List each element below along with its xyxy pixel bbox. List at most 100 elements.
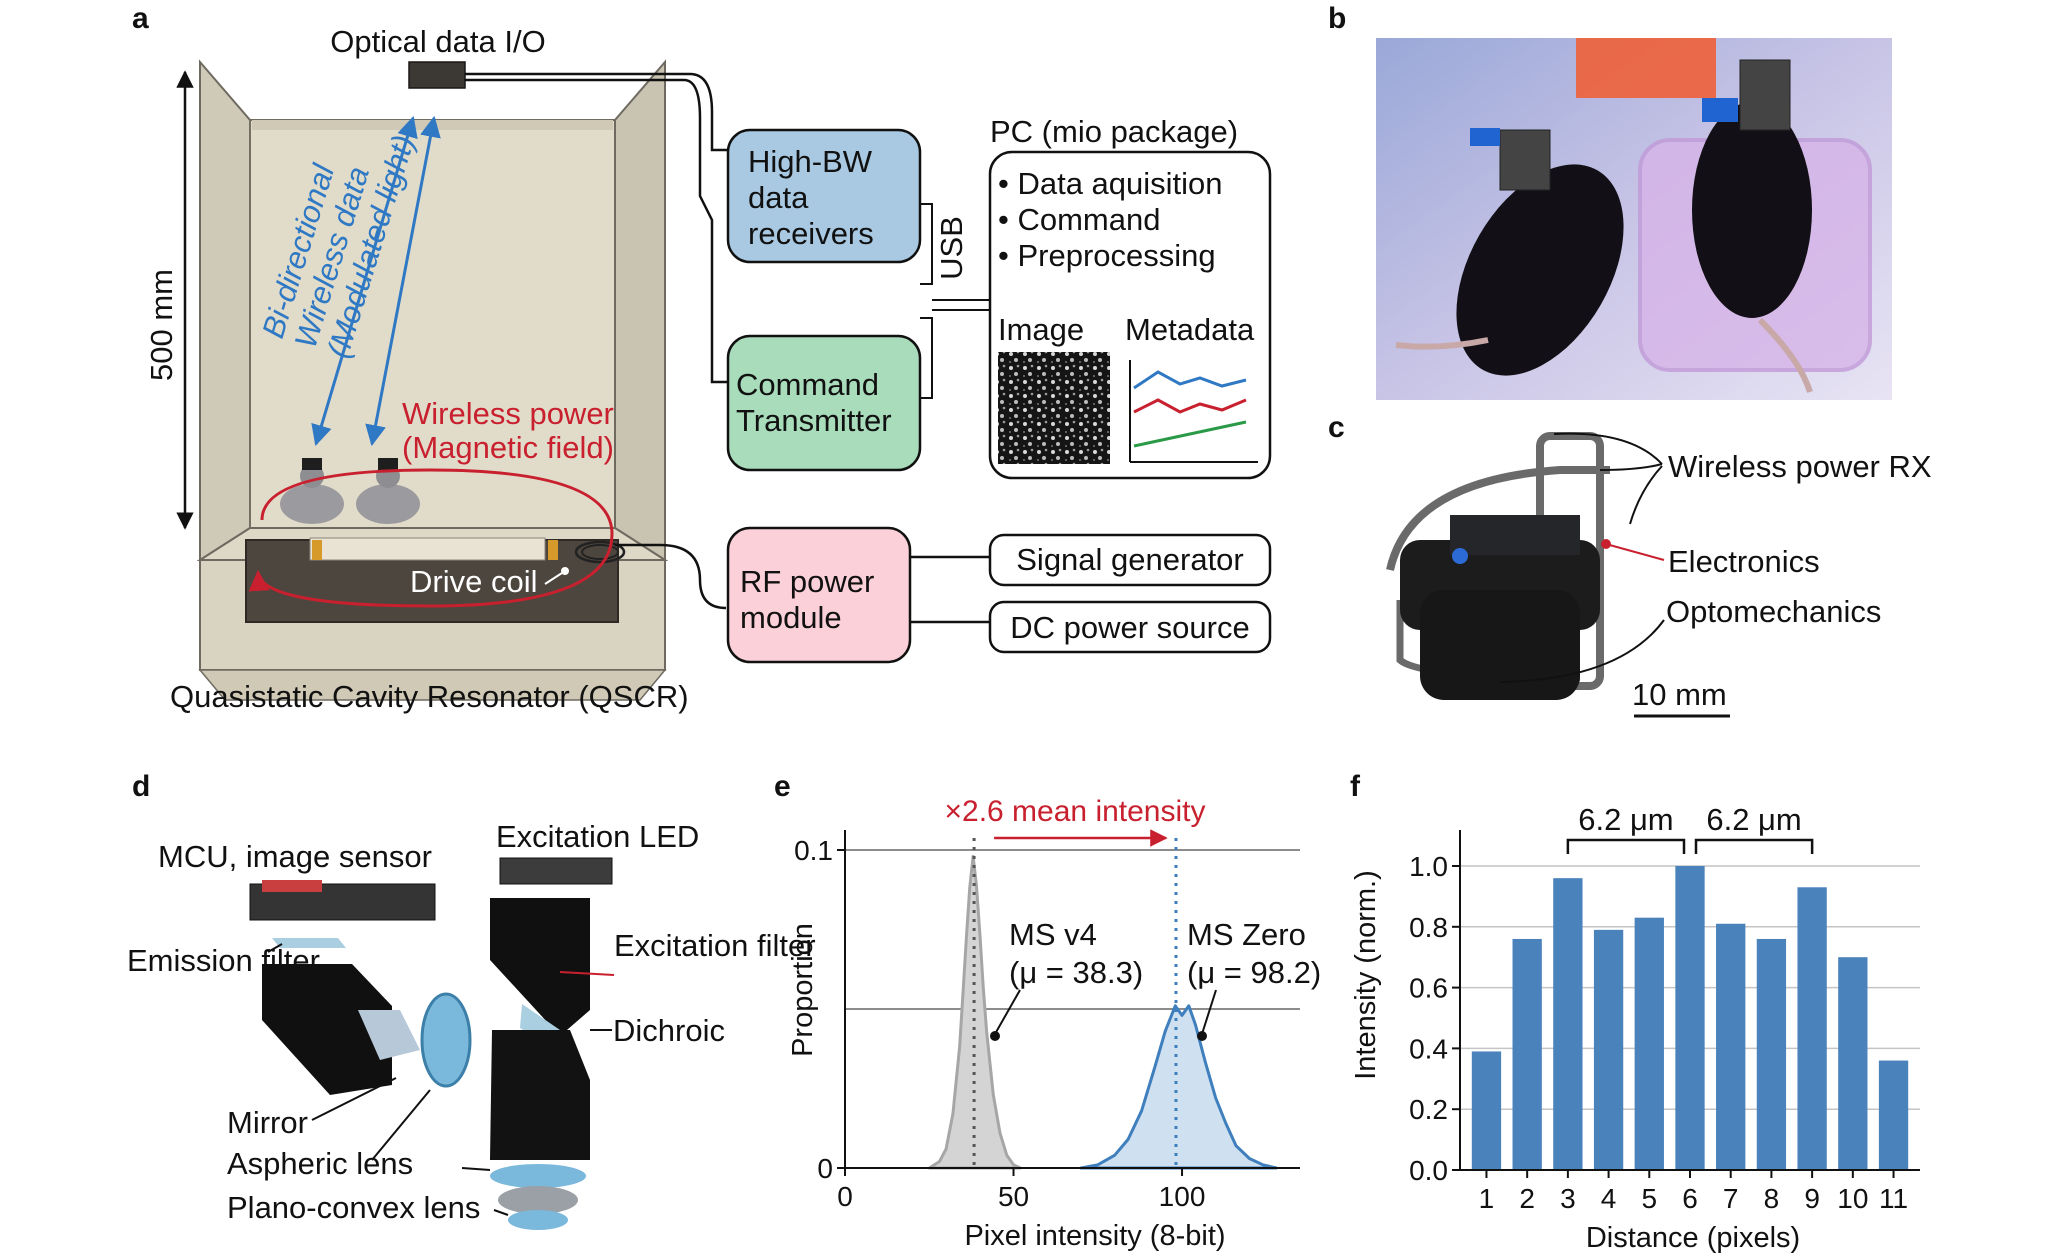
f-bar-5 bbox=[1634, 917, 1664, 1170]
f-bracket-label-1: 6.2 μm bbox=[1706, 802, 1801, 837]
f-ytick-label-3: 0.6 bbox=[1409, 973, 1448, 1004]
label-excitation-led: Excitation LED bbox=[496, 819, 699, 854]
svg-text:High-BW: High-BW bbox=[748, 144, 873, 179]
label-emission-filter: Emission filter bbox=[127, 943, 320, 978]
transmitter-box: Command Transmitter bbox=[726, 334, 922, 472]
label-aspheric-lens: Aspheric lens bbox=[227, 1146, 413, 1181]
pc-image-thumbnail bbox=[998, 352, 1110, 464]
f-xtick-label-1: 2 bbox=[1519, 1183, 1535, 1214]
e-xlabel: Pixel intensity (8-bit) bbox=[964, 1220, 1225, 1252]
f-bar-6 bbox=[1675, 866, 1705, 1170]
f-ytick-label-1: 0.2 bbox=[1409, 1094, 1448, 1125]
svg-text:Transmitter: Transmitter bbox=[736, 403, 892, 438]
power-loop-arrow bbox=[248, 468, 614, 608]
e-series-0-area bbox=[927, 854, 1022, 1170]
pc-metadata-thumbnail bbox=[1129, 360, 1258, 463]
f-bracket-1 bbox=[1694, 838, 1814, 854]
f-bracket-0 bbox=[1566, 838, 1686, 854]
pc-image-label: Image bbox=[998, 312, 1084, 347]
label-dichroic: Dichroic bbox=[613, 1013, 725, 1048]
e-series-1-name: MS Zero bbox=[1187, 917, 1306, 952]
svg-text:RF power: RF power bbox=[740, 564, 874, 599]
e-xtick-label-1: 50 bbox=[998, 1181, 1029, 1212]
signal-generator-box: Signal generator bbox=[988, 533, 1272, 587]
height-label: 500 mm bbox=[144, 269, 179, 381]
svg-text:module: module bbox=[740, 600, 842, 635]
f-ytick-label-0: 0.0 bbox=[1409, 1155, 1448, 1186]
panel-letter-a: a bbox=[132, 2, 149, 35]
pc-title: PC (mio package) bbox=[990, 114, 1238, 149]
f-xlabel: Distance (pixels) bbox=[1586, 1222, 1800, 1254]
data-arrow-right bbox=[365, 115, 441, 447]
pc-metadata-label: Metadata bbox=[1125, 312, 1255, 347]
histogram-chart: 0 50 100 0 0.1 Pixel intensity (8-bit) Propo… bbox=[787, 795, 1321, 1252]
svg-text:• Data aquisition: • Data aquisition bbox=[998, 166, 1223, 201]
f-xtick-label-7: 8 bbox=[1764, 1183, 1780, 1214]
panel-b-photo bbox=[1376, 38, 1892, 400]
f-bar-1 bbox=[1471, 1051, 1502, 1170]
svg-text:data: data bbox=[748, 180, 809, 215]
f-bar-8 bbox=[1756, 938, 1787, 1170]
qscr-label: Quasistatic Cavity Resonator (QSCR) bbox=[170, 679, 689, 714]
e-series-1-mean: (μ = 98.2) bbox=[1187, 955, 1321, 990]
e-xtick-label-2: 100 bbox=[1159, 1181, 1206, 1212]
dc-power-box: DC power source bbox=[988, 600, 1272, 654]
e-pointer-dot-0 bbox=[990, 1031, 1000, 1041]
label-excitation-filter: Excitation filter bbox=[614, 928, 816, 963]
panel-a: Optical data I/O 500 mm Bi-directional W… bbox=[144, 24, 1272, 714]
svg-text:Signal generator: Signal generator bbox=[1016, 542, 1244, 577]
f-ytick-label-4: 0.8 bbox=[1409, 912, 1448, 943]
rf-module-box: RF power module bbox=[726, 526, 912, 664]
panel-c-labels: Wireless power RX Electronics Optomechan… bbox=[1499, 432, 1932, 718]
panel-c-device-photo bbox=[1360, 432, 1660, 760]
label-mcu-image-sensor: MCU, image sensor bbox=[158, 839, 432, 874]
e-ylabel: Proportion bbox=[787, 923, 819, 1057]
e-series-0-mean: (μ = 38.3) bbox=[1009, 955, 1143, 990]
f-bar-9 bbox=[1797, 887, 1827, 1170]
label-mirror: Mirror bbox=[227, 1105, 308, 1140]
f-xtick-label-3: 4 bbox=[1601, 1183, 1617, 1214]
panel-d-exploded-view: MCU, image sensor Excitation LED Emissio… bbox=[127, 819, 816, 1230]
optical-link-bottom bbox=[465, 78, 728, 384]
usb-bracket-receivers bbox=[920, 203, 933, 285]
svg-text:Command: Command bbox=[736, 367, 879, 402]
svg-text:receivers: receivers bbox=[748, 216, 874, 251]
f-bar-4 bbox=[1593, 929, 1624, 1170]
f-bar-2 bbox=[1512, 938, 1542, 1170]
f-xtick-label-6: 7 bbox=[1723, 1183, 1739, 1214]
f-xtick-label-8: 9 bbox=[1804, 1183, 1820, 1214]
drive-coil-label: Drive coil bbox=[410, 564, 537, 599]
e-ytick-label-1: 0.1 bbox=[794, 835, 833, 866]
panel-letter-e: e bbox=[774, 770, 791, 803]
label-electronics: Electronics bbox=[1668, 544, 1820, 579]
receivers-box: High-BW data receivers bbox=[726, 128, 922, 264]
optical-io-device bbox=[408, 61, 466, 89]
svg-text:DC power source: DC power source bbox=[1010, 610, 1249, 645]
f-ytick-label-5: 1.0 bbox=[1409, 851, 1448, 882]
f-xtick-label-10: 11 bbox=[1879, 1183, 1908, 1214]
optical-link-top bbox=[465, 72, 728, 152]
label-wireless-power-rx: Wireless power RX bbox=[1668, 449, 1932, 484]
e-xtick-label-0: 0 bbox=[837, 1181, 853, 1212]
power-label: Wireless power (Magnetic field) bbox=[402, 396, 614, 465]
coil-cable bbox=[615, 543, 727, 610]
f-ytick-label-2: 0.4 bbox=[1409, 1033, 1448, 1064]
f-xtick-label-5: 6 bbox=[1682, 1183, 1698, 1214]
label-plano-convex-lens: Plano-convex lens bbox=[227, 1190, 480, 1225]
f-xtick-label-4: 5 bbox=[1642, 1183, 1658, 1214]
scale-bar-label: 10 mm bbox=[1632, 677, 1727, 712]
svg-text:• Command: • Command bbox=[998, 202, 1160, 237]
f-xtick-label-2: 3 bbox=[1560, 1183, 1576, 1214]
f-bar-11 bbox=[1878, 1060, 1909, 1170]
e-series-1-area bbox=[1079, 1004, 1278, 1170]
f-bracket-label-0: 6.2 μm bbox=[1578, 802, 1673, 837]
qscr-cabinet bbox=[196, 59, 669, 701]
e-series-0-name: MS v4 bbox=[1009, 917, 1097, 952]
panel-letter-c: c bbox=[1328, 411, 1345, 444]
usb-label: USB bbox=[934, 216, 969, 280]
e-ytick-label-0: 0 bbox=[817, 1153, 833, 1184]
svg-text:(Magnetic field): (Magnetic field) bbox=[402, 430, 614, 465]
e-pointer-dot-1 bbox=[1197, 1031, 1207, 1041]
